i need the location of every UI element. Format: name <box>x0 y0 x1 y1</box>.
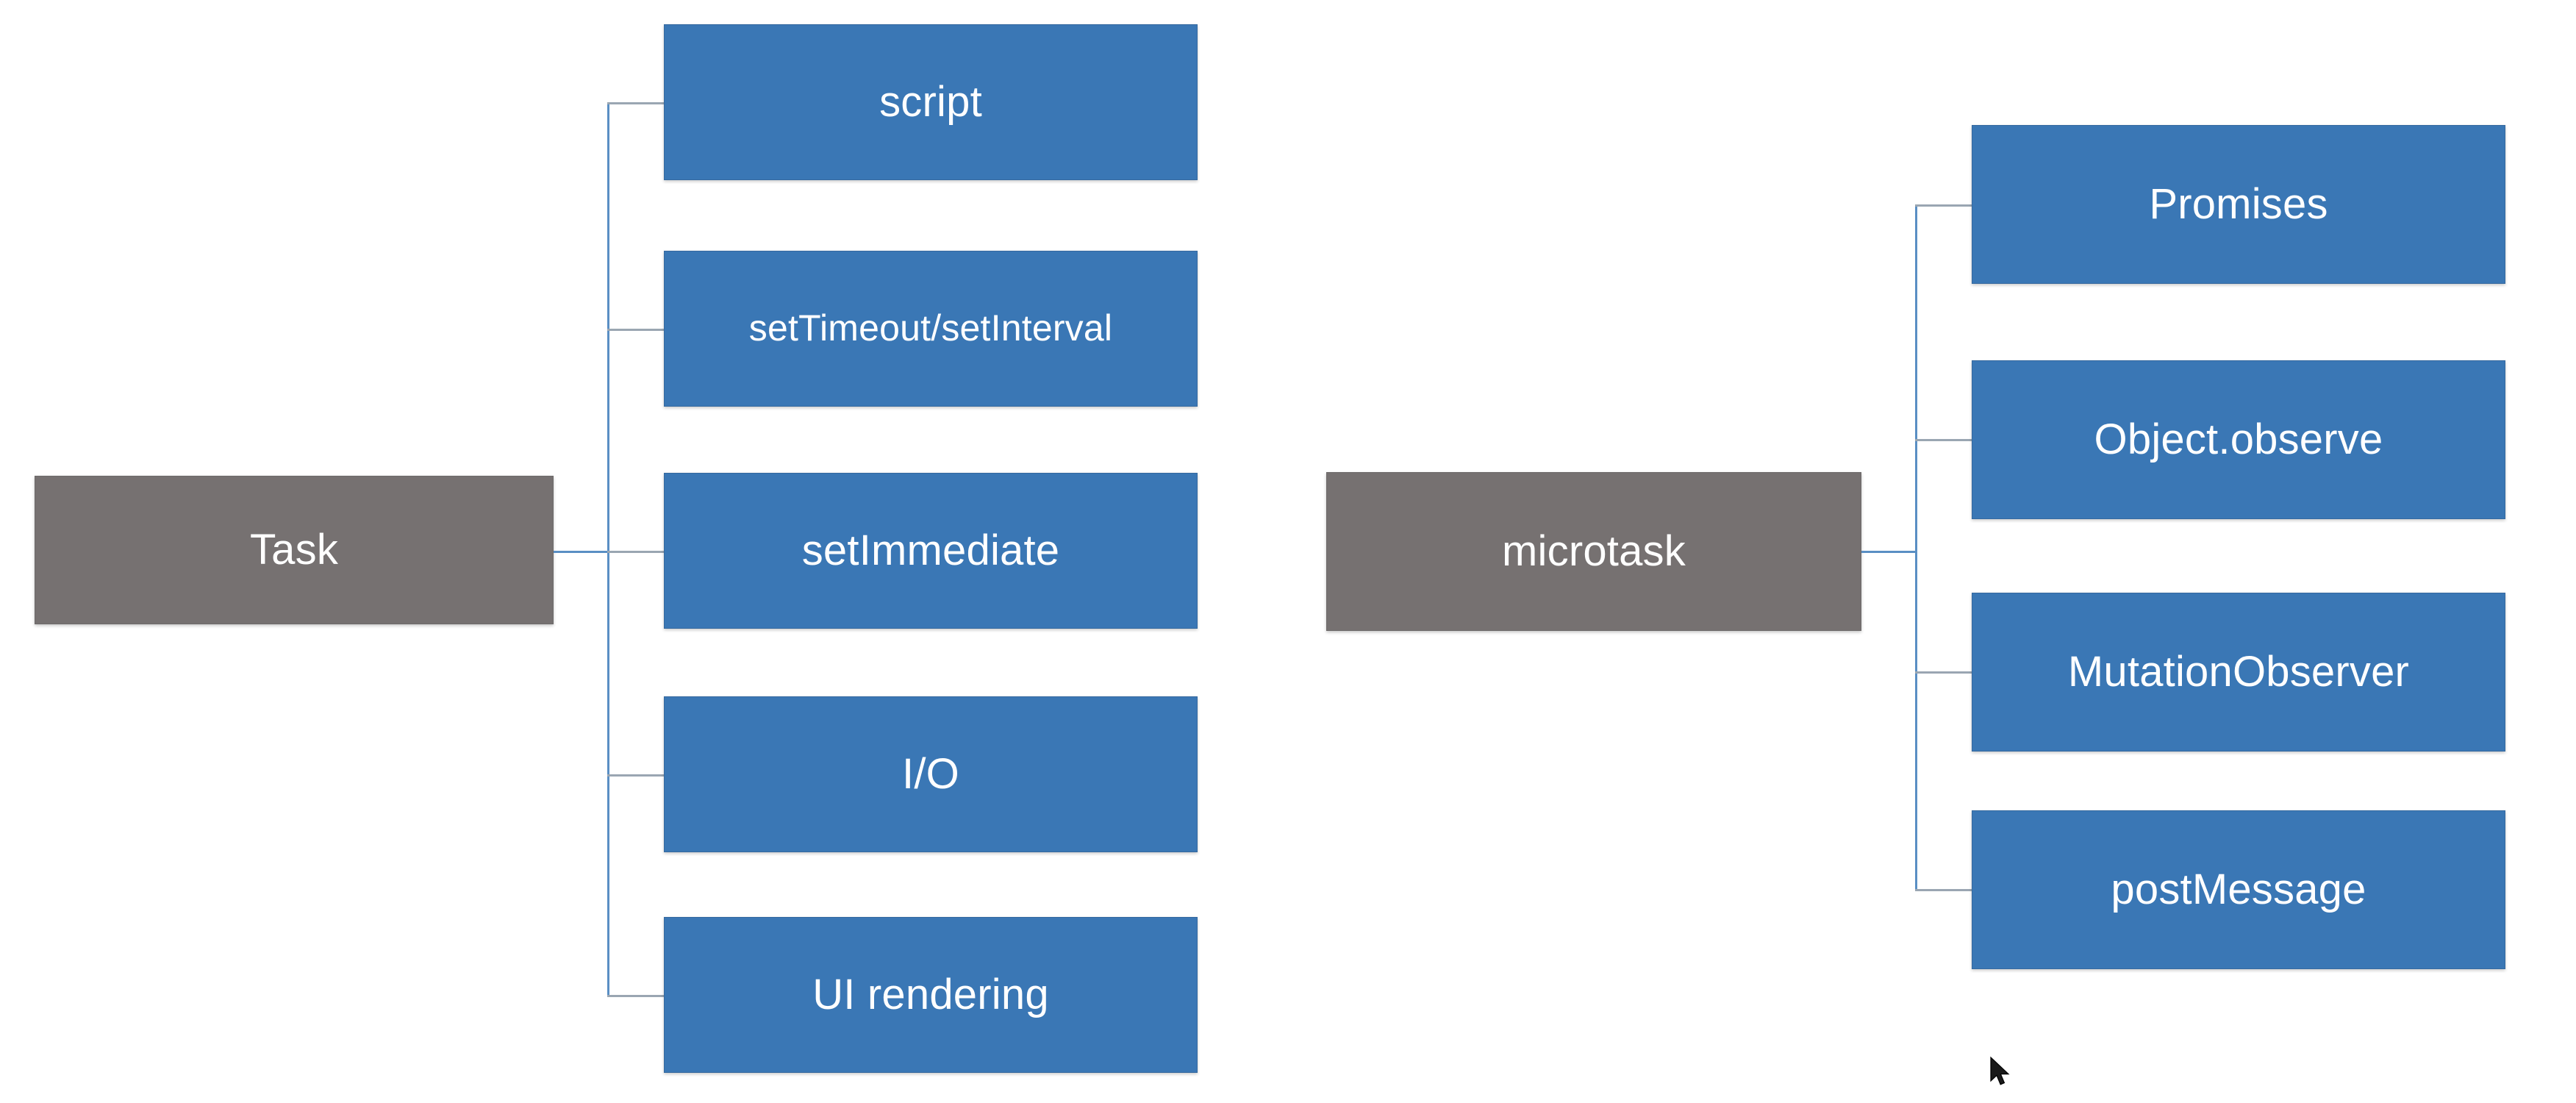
node-label: UI rendering <box>812 970 1049 1018</box>
connector-microtask-branch-3 <box>1915 671 1974 674</box>
node-microtask-leaf-promises[interactable]: Promises <box>1972 125 2505 284</box>
mouse-pointer-icon <box>1989 1056 2014 1088</box>
node-task-root[interactable]: Task <box>35 476 554 624</box>
node-task-leaf-setimmediate[interactable]: setImmediate <box>664 473 1198 629</box>
node-label: Promises <box>2149 179 2328 228</box>
connector-task-branch-5 <box>607 995 666 997</box>
connector-microtask-trunk <box>1915 204 1917 890</box>
node-microtask-leaf-postmessage[interactable]: postMessage <box>1972 810 2505 969</box>
connector-microtask-branch-1 <box>1915 204 1974 207</box>
node-task-leaf-script[interactable]: script <box>664 24 1198 180</box>
connector-task-branch-1 <box>607 102 666 104</box>
connector-microtask-branch-4 <box>1915 889 1974 891</box>
node-label: Task <box>249 525 339 574</box>
connector-task-branch-3 <box>607 551 666 553</box>
node-task-leaf-ui-rendering[interactable]: UI rendering <box>664 917 1198 1073</box>
connector-microtask-branch-2 <box>1915 439 1974 441</box>
connector-task-branch-2 <box>607 329 666 331</box>
node-microtask-leaf-mutationobserver[interactable]: MutationObserver <box>1972 593 2505 752</box>
node-label: setImmediate <box>801 526 1060 574</box>
node-microtask-leaf-object-observe[interactable]: Object.observe <box>1972 360 2505 519</box>
connector-task-stem <box>554 551 609 553</box>
node-microtask-root[interactable]: microtask <box>1326 472 1861 631</box>
node-label: Object.observe <box>2094 415 2383 463</box>
connector-microtask-stem <box>1861 551 1917 553</box>
connector-task-trunk <box>607 102 609 995</box>
node-label: MutationObserver <box>2067 647 2410 696</box>
connector-task-branch-4 <box>607 774 666 777</box>
node-label: postMessage <box>2111 865 2366 913</box>
node-task-leaf-settimeout[interactable]: setTimeout/setInterval <box>664 251 1198 407</box>
node-label: script <box>879 77 982 126</box>
node-label: I/O <box>902 749 959 798</box>
node-task-leaf-io[interactable]: I/O <box>664 696 1198 852</box>
node-label: setTimeout/setInterval <box>748 307 1113 349</box>
node-label: microtask <box>1502 526 1686 575</box>
